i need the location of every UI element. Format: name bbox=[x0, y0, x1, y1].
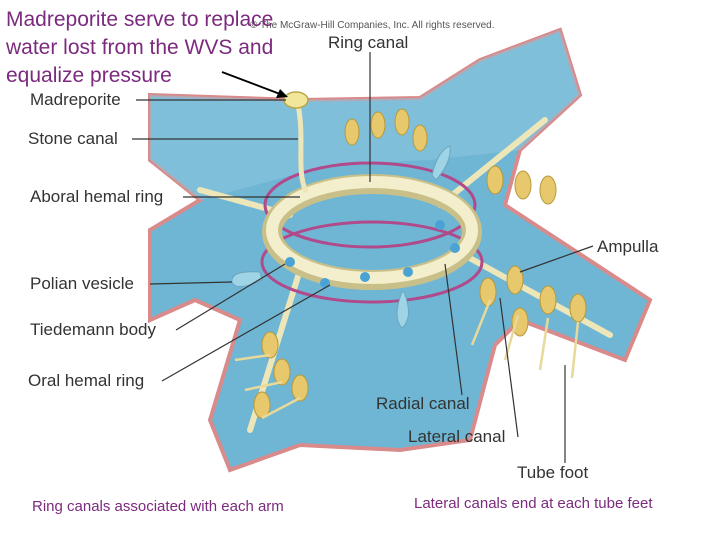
label-ring-canal: Ring canal bbox=[328, 33, 409, 52]
leader-lines bbox=[132, 52, 594, 463]
label-polian-vesicle: Polian vesicle bbox=[30, 274, 134, 293]
oral-hemal-ring bbox=[260, 220, 484, 304]
label-lateral-canal: Lateral canal bbox=[408, 427, 506, 446]
note-line-1: Madreporite serve to replace bbox=[6, 8, 274, 31]
note-line-2: water lost from the WVS and bbox=[6, 36, 274, 59]
madreporite-shape bbox=[283, 91, 309, 109]
copyright-notice: © The McGraw-Hill Companies, Inc. All ri… bbox=[250, 20, 495, 31]
ring-canal-highlight bbox=[266, 176, 478, 284]
note-arrow bbox=[221, 71, 281, 95]
upper-arm-tissue bbox=[150, 30, 580, 200]
note-arrowhead bbox=[276, 89, 288, 98]
label-ampulla: Ampulla bbox=[597, 237, 659, 256]
tiedemann-bodies bbox=[285, 220, 460, 288]
label-madreporite: Madreporite bbox=[30, 90, 121, 109]
caption-left: Ring canals associated with each arm bbox=[32, 498, 284, 515]
label-oral-hemal-ring: Oral hemal ring bbox=[28, 371, 145, 390]
ampullae bbox=[253, 108, 587, 419]
label-tiedemann-body: Tiedemann body bbox=[30, 320, 157, 339]
stone-canal-shape bbox=[295, 104, 309, 194]
label-radial-canal: Radial canal bbox=[376, 394, 470, 413]
note-line-3: equalize pressure bbox=[6, 64, 172, 87]
caption-right: Lateral canals end at each tube feet bbox=[414, 495, 653, 512]
label-stone-canal: Stone canal bbox=[28, 129, 118, 148]
polian-vesicles bbox=[231, 145, 451, 329]
label-tube-foot: Tube foot bbox=[517, 463, 589, 482]
label-aboral-hemal-ring: Aboral hemal ring bbox=[30, 187, 164, 206]
